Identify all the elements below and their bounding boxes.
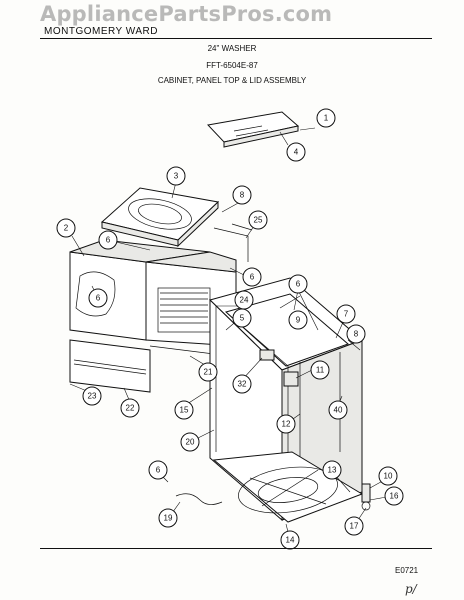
callout-6a: 6 — [98, 230, 118, 250]
callout-label: 11 — [316, 366, 325, 375]
callout-label: 15 — [180, 406, 189, 415]
callout-12: 12 — [276, 414, 296, 434]
callout-label: 4 — [294, 148, 299, 157]
callout-label: 32 — [238, 380, 247, 389]
model-number: FFT-6504E-87 — [206, 61, 258, 70]
part-lid — [207, 111, 300, 148]
diagram-code: E0721 — [395, 566, 419, 575]
part-leveling-leg — [361, 483, 371, 511]
callout-label: 40 — [334, 406, 343, 415]
callout-label: 23 — [88, 392, 97, 401]
part-panel-top — [100, 187, 220, 248]
callout-label: 20 — [186, 438, 195, 447]
callout-19: 19 — [158, 508, 178, 528]
part-hose — [175, 493, 223, 505]
callout-label: 8 — [240, 191, 245, 200]
part-brackets — [259, 349, 299, 387]
model-type: 24" WASHER — [207, 44, 257, 53]
watermark: AppliancePartsPros.com — [40, 2, 333, 26]
callout-24: 24 — [234, 290, 254, 310]
callout-11: 11 — [310, 360, 330, 380]
callout-label: 3 — [174, 172, 179, 181]
callout-21: 21 — [198, 362, 218, 382]
callout-2: 2 — [56, 218, 76, 238]
callout-6b: 6 — [88, 288, 108, 308]
callout-label: 6 — [106, 236, 111, 245]
callout-label: 13 — [328, 466, 337, 475]
brand-label: MONTGOMERY WARD — [44, 26, 158, 37]
callout-label: 8 — [354, 330, 359, 339]
callout-label: 21 — [204, 368, 213, 377]
callout-label: 7 — [344, 310, 349, 319]
callout-label: 12 — [282, 420, 291, 429]
callout-label: 16 — [390, 492, 399, 501]
callout-5: 5 — [232, 308, 252, 328]
callout-7: 7 — [336, 304, 356, 324]
callout-20: 20 — [180, 432, 200, 452]
handwritten-note: p/ — [405, 582, 417, 596]
callout-6e: 6 — [148, 460, 168, 480]
callout-label: 10 — [384, 472, 393, 481]
callout-label: 6 — [296, 280, 301, 289]
callout-17: 17 — [344, 516, 364, 536]
callout-label: 17 — [350, 522, 359, 531]
header-rule — [40, 38, 432, 39]
callout-label: 24 — [240, 296, 249, 305]
callout-label: 6 — [156, 466, 161, 475]
callout-14: 14 — [280, 530, 300, 550]
part-back-strip — [213, 223, 253, 262]
footer-rule — [40, 548, 432, 549]
callout-label: 2 — [64, 224, 69, 233]
callout-label: 14 — [286, 536, 295, 545]
callout-15: 15 — [174, 400, 194, 420]
callout-label: 6 — [96, 294, 101, 303]
callout-label: 5 — [240, 314, 245, 323]
part-base — [212, 451, 364, 523]
callout-8b: 8 — [346, 324, 366, 344]
callout-8: 8 — [232, 185, 252, 205]
callout-6c: 6 — [242, 267, 262, 287]
callout-label: 6 — [250, 273, 255, 282]
callout-label: 22 — [126, 404, 135, 413]
part-vent-grille — [157, 287, 211, 333]
callout-40: 40 — [328, 400, 348, 420]
part-toe-panel — [69, 339, 151, 393]
callout-3: 3 — [166, 166, 186, 186]
callout-13: 13 — [322, 460, 342, 480]
callout-16: 16 — [384, 486, 404, 506]
callout-10: 10 — [378, 466, 398, 486]
assembly-title: CABINET, PANEL TOP & LID ASSEMBLY — [157, 76, 307, 85]
callout-1: 1 — [316, 108, 336, 128]
callout-label: 1 — [324, 114, 329, 123]
callout-label: 9 — [296, 316, 301, 325]
callout-9: 9 — [288, 310, 308, 330]
callout-23: 23 — [82, 386, 102, 406]
callout-label: 25 — [254, 216, 263, 225]
callout-label: 19 — [164, 514, 173, 523]
callout-25: 25 — [248, 210, 268, 230]
callout-22: 22 — [120, 398, 140, 418]
callout-6d: 6 — [288, 274, 308, 294]
callout-32: 32 — [232, 374, 252, 394]
callout-4: 4 — [286, 142, 306, 162]
